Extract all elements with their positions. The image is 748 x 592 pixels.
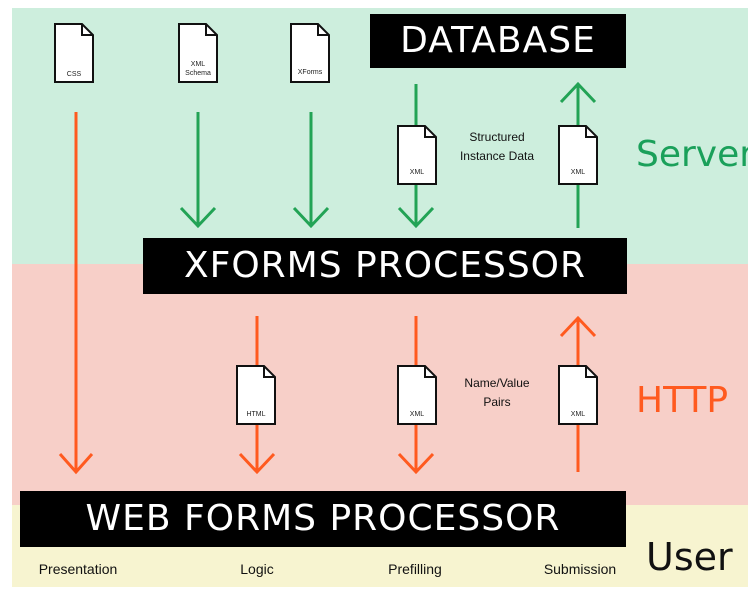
presentation-arrow — [58, 112, 94, 475]
xml-up-http-document-icon: XML — [556, 364, 600, 426]
doc-label: XML Schema — [185, 61, 211, 77]
xml-down-http-document-icon: XML — [395, 364, 439, 426]
server-layer-label: Server — [636, 134, 748, 175]
database-box: DATABASE — [370, 14, 626, 68]
doc-label: XML — [409, 411, 425, 418]
xforms-document-icon: XForms — [288, 22, 332, 84]
doc-label: HTML — [246, 411, 266, 418]
doc-label: XML — [409, 169, 425, 176]
doc-label: CSS — [66, 71, 82, 78]
doc-label: XML — [570, 411, 586, 418]
logic-column-label: Logic — [240, 561, 274, 577]
name-value-pairs-note: Name/Value Pairs — [464, 376, 530, 409]
presentation-column-label: Presentation — [38, 561, 118, 577]
web-forms-processor-box: WEB FORMS PROCESSOR — [20, 491, 626, 547]
submission-column-label: Submission — [543, 561, 617, 577]
structured-instance-data-note: Structured Instance Data — [459, 130, 535, 163]
doc-label: XML — [570, 169, 586, 176]
doc-label: XForms — [297, 69, 323, 76]
xforms-processor-box: XFORMS PROCESSOR — [143, 238, 627, 294]
xml-schema-arrow — [179, 112, 217, 229]
prefilling-column-label: Prefilling — [388, 561, 442, 577]
user-layer-label: User — [646, 535, 733, 579]
http-layer-label: HTTP — [636, 380, 729, 421]
xml-up-server-document-icon: XML — [556, 124, 600, 186]
http-layer-band — [12, 264, 748, 514]
xml-schema-document-icon: XML Schema — [176, 22, 220, 84]
html-document-icon: HTML — [234, 364, 278, 426]
xforms-arrow — [292, 112, 330, 229]
css-document-icon: CSS — [52, 22, 96, 84]
xml-down-server-document-icon: XML — [395, 124, 439, 186]
